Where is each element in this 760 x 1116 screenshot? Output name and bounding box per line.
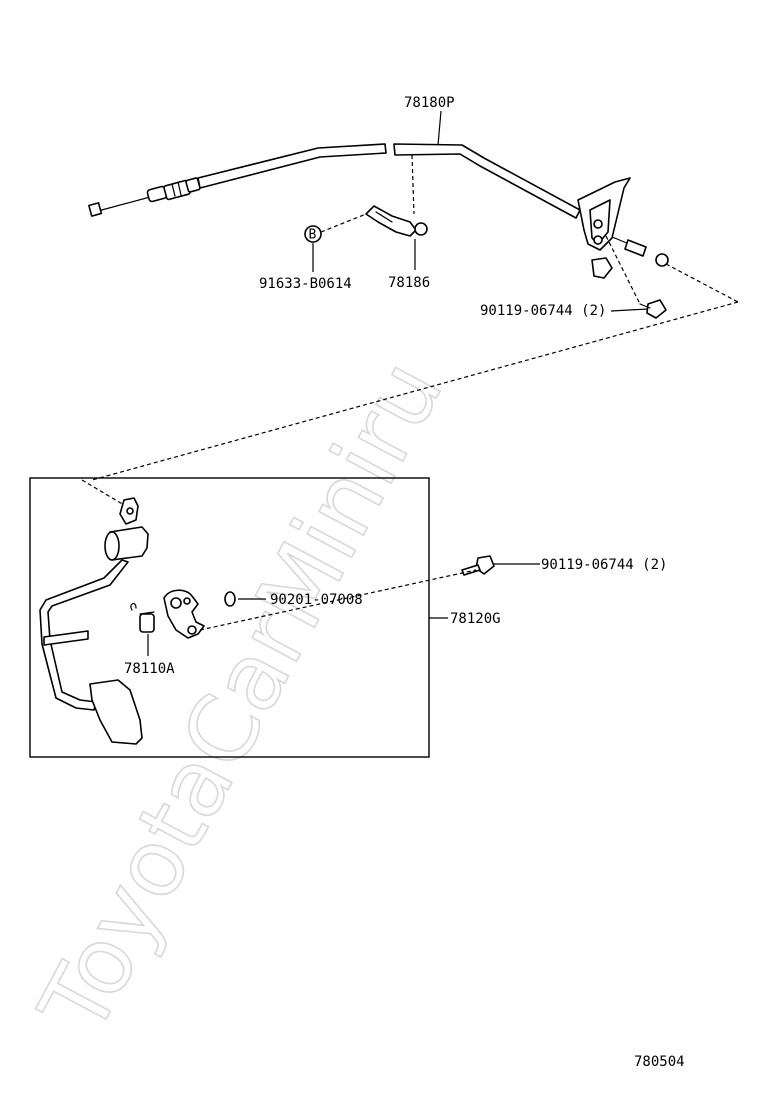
clip-badge-text: B	[309, 228, 317, 243]
spring-part	[130, 602, 155, 656]
label-bolt-upper: 90119-06744 (2)	[480, 303, 606, 319]
accelerator-cable	[88, 143, 669, 267]
label-pedal-assy: 78120G	[450, 611, 501, 627]
label-spring: 78110A	[124, 661, 175, 677]
watermark: ToyotaCarMiniru	[19, 344, 463, 1052]
clamp-part	[365, 205, 428, 237]
label-bolt-lower: 90119-06744 (2)	[541, 557, 667, 573]
label-bushing: 90201-07008	[270, 592, 363, 608]
label-clip: 91633-B0614	[259, 276, 352, 292]
cable-bracket	[577, 177, 641, 305]
label-clamp: 78186	[388, 275, 430, 291]
label-cable: 78180P	[404, 95, 455, 111]
bolt-upper-icon	[639, 299, 667, 319]
diagram-code: 780504	[634, 1054, 685, 1070]
bushing-icon	[224, 591, 266, 607]
bolt-lower-icon	[461, 555, 540, 576]
accelerator-pedal	[39, 479, 149, 745]
pedal-bracket	[163, 589, 205, 639]
clip-badge: B	[304, 225, 322, 243]
